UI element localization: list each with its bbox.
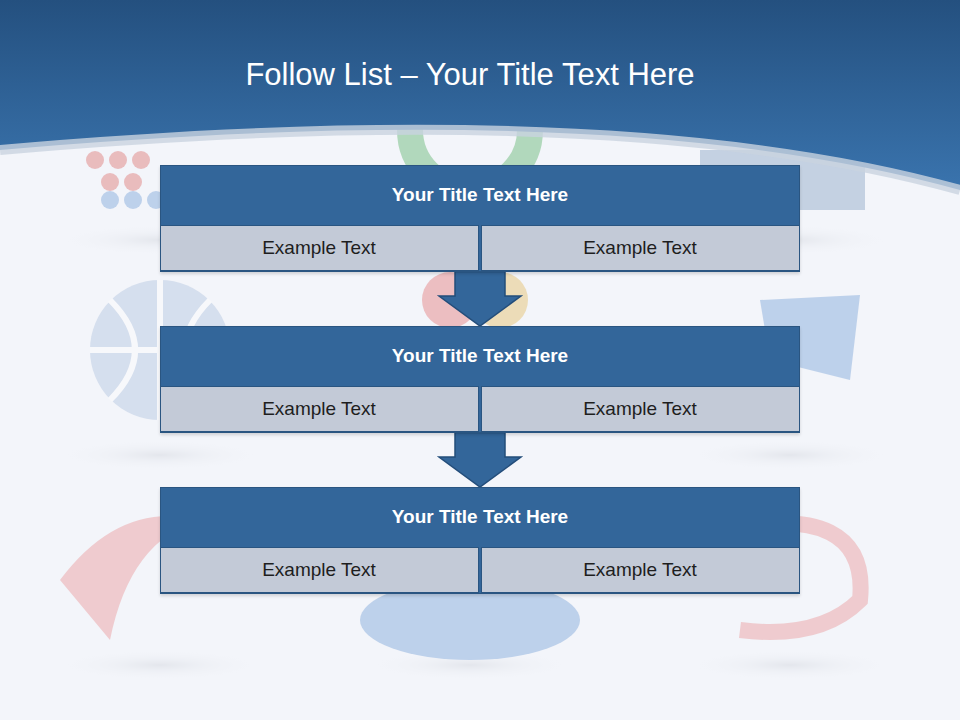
block-arrow: [439, 433, 521, 488]
slide-title: Follow List – Your Title Text Here: [150, 52, 790, 98]
petal-icon: [422, 272, 478, 328]
step-title: Your Title Text Here: [161, 327, 799, 384]
block-arrow: [439, 272, 521, 327]
step-box: Your Title Text HereExample Text Example …: [160, 487, 800, 594]
dot-grid-icon: [101, 191, 165, 209]
step-title: Your Title Text Here: [161, 488, 799, 545]
step-box: Your Title Text HereExample Text Example …: [160, 165, 800, 272]
step-box: Your Title Text HereExample Text Example …: [160, 326, 800, 433]
example-cell: Example Text: [160, 225, 479, 271]
dot-grid-icon: [86, 151, 150, 191]
cell-text: Example Text: [583, 559, 697, 581]
cell-text: Example Text: [583, 398, 697, 420]
example-cell: Example Text: [481, 225, 800, 271]
example-cell: Example Text: [481, 547, 800, 593]
cell-text: Example Text: [262, 398, 376, 420]
cell-text: Example Text: [583, 237, 697, 259]
icon-shadow: [695, 651, 885, 679]
cell-text: Example Text: [262, 237, 376, 259]
step-title: Your Title Text Here: [161, 166, 799, 223]
petal-icon: [472, 272, 528, 328]
example-cell: Example Text: [160, 386, 479, 432]
example-cell: Example Text: [481, 386, 800, 432]
cell-text: Example Text: [262, 559, 376, 581]
example-cell: Example Text: [160, 547, 479, 593]
icon-shadow: [65, 441, 255, 469]
icon-shadow: [695, 441, 885, 469]
faint-icons: [60, 70, 885, 679]
icon-shadow: [65, 651, 255, 679]
header-band: [0, 0, 960, 190]
